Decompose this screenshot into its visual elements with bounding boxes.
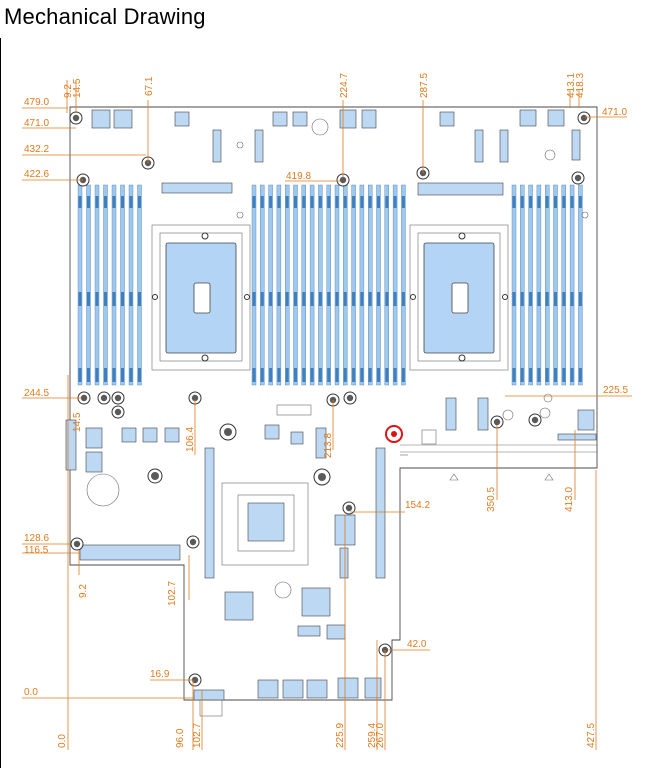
- dimm-slot: [293, 184, 298, 386]
- cpu-socket-left: [151, 224, 251, 371]
- dim-label: 427.5: [586, 723, 597, 748]
- dim-label: 0.0: [57, 734, 68, 748]
- dimension-labels: 479.0 471.0 432.2 422.6 244.5 128.6 116.…: [24, 73, 628, 748]
- dimm-slot: [536, 184, 542, 386]
- dim-label: 422.6: [24, 169, 49, 180]
- dimm-slot: [86, 184, 91, 386]
- dimm-slot: [260, 184, 265, 386]
- dim-label: 9.2: [63, 84, 74, 98]
- dim-label: 14.5: [72, 412, 83, 432]
- dimm-slot: [545, 184, 550, 386]
- dimm-slot: [384, 184, 389, 386]
- dim-label: 96.0: [175, 728, 186, 748]
- dimm-slot: [392, 184, 398, 386]
- dimm-slot: [569, 184, 575, 386]
- dim-label: 471.0: [24, 118, 49, 129]
- dim-label: 224.7: [339, 73, 350, 98]
- frame-border: [0, 38, 1, 768]
- dim-label: 225.9: [335, 723, 346, 748]
- top-connectors: [91, 109, 589, 219]
- dimm-slot: [120, 184, 125, 386]
- dimm-slot: [318, 184, 323, 386]
- dimm-slot: [94, 184, 100, 386]
- dim-label: 350.5: [486, 487, 497, 512]
- dim-label: 0.0: [24, 687, 38, 698]
- dim-label: 471.0: [602, 107, 627, 118]
- dimm-slot: [561, 184, 566, 386]
- dim-label: 267.0: [375, 723, 386, 748]
- dim-label: 42.0: [407, 639, 427, 650]
- dimm-slot: [553, 184, 558, 386]
- lower-components: [65, 393, 597, 717]
- dim-label: 213.8: [323, 433, 334, 458]
- dim-label: 128.6: [24, 533, 49, 544]
- dimm-slot: [376, 184, 381, 386]
- dimm-slot: [343, 184, 348, 386]
- dimm-slot: [111, 184, 117, 386]
- dimm-slot: [128, 184, 134, 386]
- dim-label: 16.9: [150, 669, 170, 680]
- dim-label: 244.5: [24, 388, 49, 399]
- dimm-slot: [251, 184, 257, 386]
- dimm-slot: [276, 184, 282, 386]
- highlight-marker: [385, 425, 403, 443]
- dim-label: 418.3: [575, 73, 586, 98]
- dim-label: 413.1: [566, 73, 577, 98]
- cpu-socket-right: [409, 224, 509, 371]
- dimm-slot: [309, 184, 315, 386]
- dimm-slot: [326, 184, 331, 386]
- dimm-slot: [334, 184, 340, 386]
- dimm-slot: [351, 184, 356, 386]
- dim-label: 225.5: [603, 385, 628, 396]
- dimm-slot: [368, 184, 373, 386]
- page-title: Mechanical Drawing: [4, 4, 206, 29]
- dimm-bank-right: [511, 184, 583, 386]
- dim-label: 432.2: [24, 144, 49, 155]
- dimm-slot: [285, 184, 290, 386]
- dim-label: 14.5: [72, 78, 83, 98]
- dimm-bank-center: [251, 184, 406, 386]
- dimm-slot: [137, 184, 142, 386]
- dim-label: 106.4: [185, 427, 196, 452]
- dimm-slot: [511, 184, 517, 386]
- dimm-bank-left: [77, 184, 142, 386]
- dimm-slot: [301, 184, 306, 386]
- dim-label: 67.1: [144, 76, 155, 96]
- dim-label: 419.8: [286, 171, 311, 182]
- dimm-slot: [359, 184, 365, 386]
- dim-label: 116.5: [24, 545, 49, 556]
- dimm-slot: [528, 184, 533, 386]
- dim-label: 479.0: [24, 97, 49, 108]
- dimm-slot: [578, 184, 583, 386]
- dimm-slot: [103, 184, 108, 386]
- dimm-slot: [520, 184, 525, 386]
- dim-label: 287.5: [419, 73, 430, 98]
- dim-label: 102.7: [167, 581, 178, 606]
- dimension-lines: [22, 80, 632, 750]
- dim-label: 259.4: [367, 723, 378, 748]
- dim-label: 413.0: [564, 487, 575, 512]
- dimm-slot: [77, 184, 83, 386]
- dim-label: 9.2: [78, 584, 89, 598]
- dim-label: 102.7: [192, 723, 203, 748]
- dim-label: 154.2: [405, 500, 430, 511]
- dimm-slot: [268, 184, 273, 386]
- dimm-slot: [401, 184, 406, 386]
